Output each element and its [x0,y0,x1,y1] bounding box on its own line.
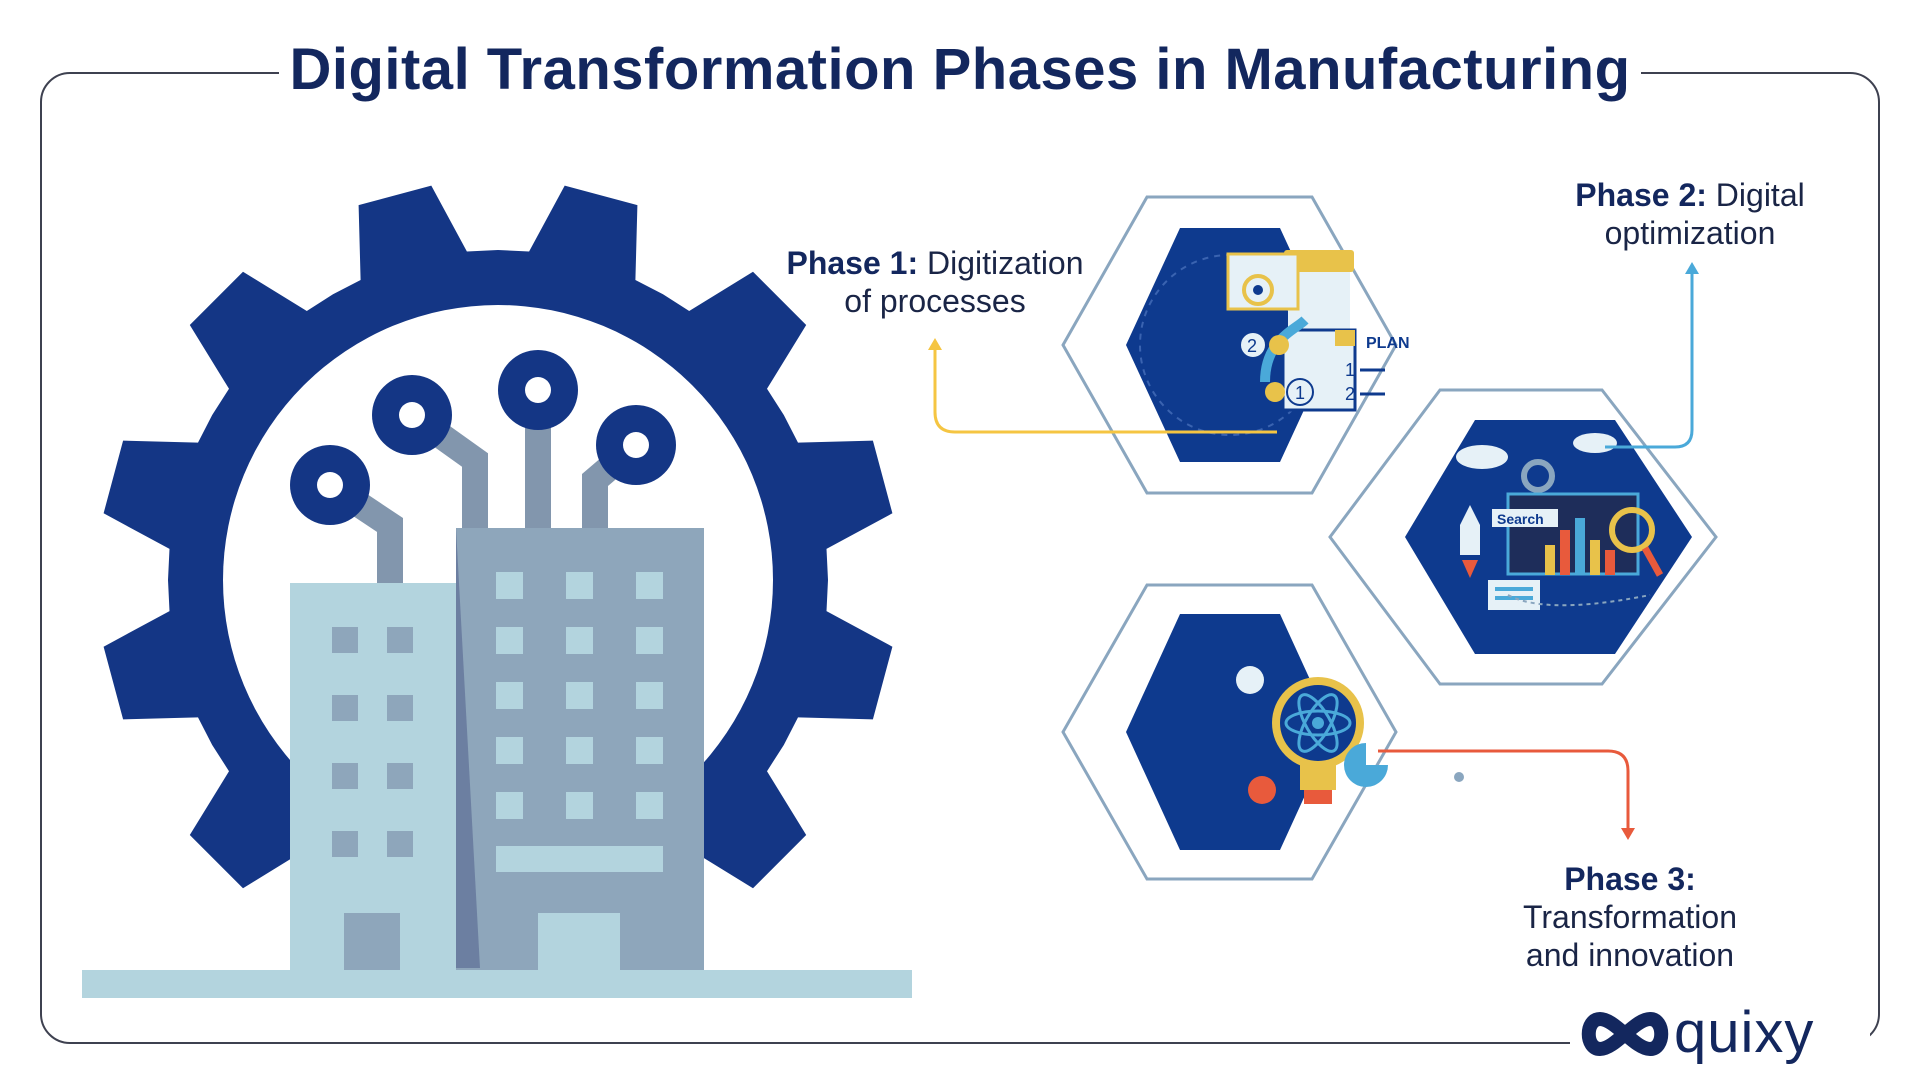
list-two-label: 2 [1345,384,1355,404]
arrow-phase-1 [928,338,1277,434]
plan-badge-label: PLAN [1366,335,1410,352]
title-wrap: Digital Transformation Phases in Manufac… [0,36,1920,103]
search-label: Search [1497,511,1544,527]
list-lines [1360,368,1385,396]
phase-3-heading: Phase 3: [1564,861,1696,897]
hexagon-phase-3 [1061,583,1464,881]
phase-2-label: Phase 2: Digital optimization [1540,176,1840,252]
arrow-phase-2 [1605,262,1699,449]
brand-name: quixy [1674,1000,1815,1065]
lightbulb-icon [1236,666,1388,804]
phase-1-text-line1: Digitization [927,245,1084,281]
step-two-label: 2 [1247,336,1257,356]
arrow-phase-3 [1378,749,1635,840]
phase-1-text-line2: of processes [844,283,1026,319]
quixy-logo-icon [1581,1011,1669,1057]
phase-3-label: Phase 3: Transformation and innovation [1470,860,1790,974]
phase-3-text-line2: and innovation [1525,937,1735,973]
phase-1-heading: Phase 1: [786,245,919,281]
connector-dot [1454,772,1464,782]
brand-logo: quixy [1570,995,1870,1075]
circuit-nodes [290,350,676,525]
page-title: Digital Transformation Phases in Manufac… [279,36,1641,103]
phase-1-label: Phase 1: Digitization of processes [760,244,1110,320]
phase-2-heading: Phase 2: [1575,177,1707,213]
phase-2-text-line1: Digital [1715,177,1805,213]
list-one-label: 1 [1345,360,1355,380]
plan-icon [1226,250,1357,412]
factory-building [82,528,912,998]
phase-3-text-line1: Transformation [1523,899,1737,935]
phase-2-text-line2: optimization [1604,215,1776,251]
analytics-icon [1456,433,1664,610]
step-one-label: 1 [1295,383,1305,403]
